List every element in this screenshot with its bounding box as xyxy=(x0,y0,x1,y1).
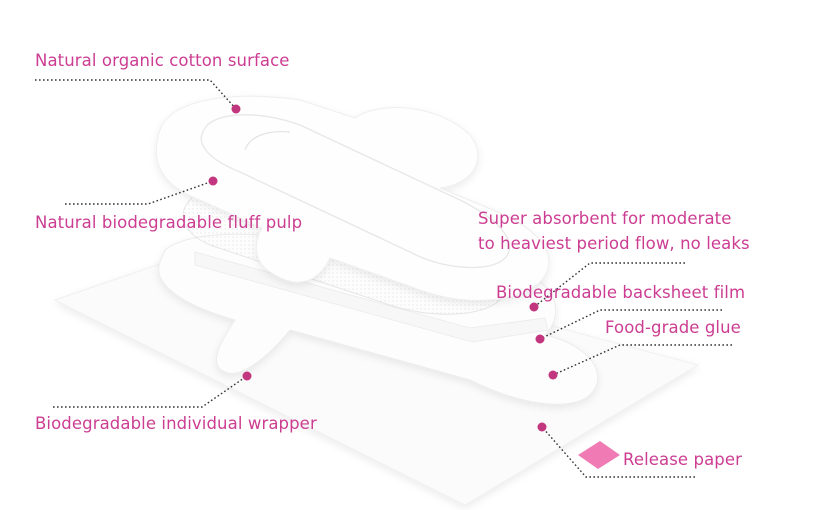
marker-cotton xyxy=(231,104,241,114)
backsheet-edge xyxy=(194,251,549,343)
marker-wrapper xyxy=(242,371,252,381)
leader-fluff xyxy=(65,180,214,205)
release-paper-swatch xyxy=(578,441,620,469)
leader-release xyxy=(541,426,695,478)
label-wrapper: Biodegradable individual wrapper xyxy=(35,414,317,433)
leader-cotton xyxy=(35,79,237,110)
inner-arc xyxy=(244,130,291,151)
marker-release xyxy=(537,422,547,432)
top-cotton-layer xyxy=(155,95,550,301)
marker-fluff xyxy=(208,176,218,186)
label-fluff-pulp: Natural biodegradable fluff pulp xyxy=(35,213,303,232)
label-glue: Food-grade glue xyxy=(605,318,741,337)
marker-absorbent xyxy=(529,302,539,312)
inner-channel xyxy=(200,114,511,269)
marker-glue xyxy=(548,370,558,380)
leader-glue xyxy=(552,344,732,376)
label-absorbent-line1: Super absorbent for moderate xyxy=(478,209,732,228)
leader-wrapper xyxy=(53,375,248,408)
leader-backsheet xyxy=(539,309,722,340)
label-cotton-surface: Natural organic cotton surface xyxy=(35,51,290,70)
marker-backsheet xyxy=(535,334,545,344)
label-backsheet: Biodegradable backsheet film xyxy=(496,283,746,302)
label-release-paper: Release paper xyxy=(623,450,743,469)
label-absorbent-line2: to heaviest period flow, no leaks xyxy=(478,234,750,253)
